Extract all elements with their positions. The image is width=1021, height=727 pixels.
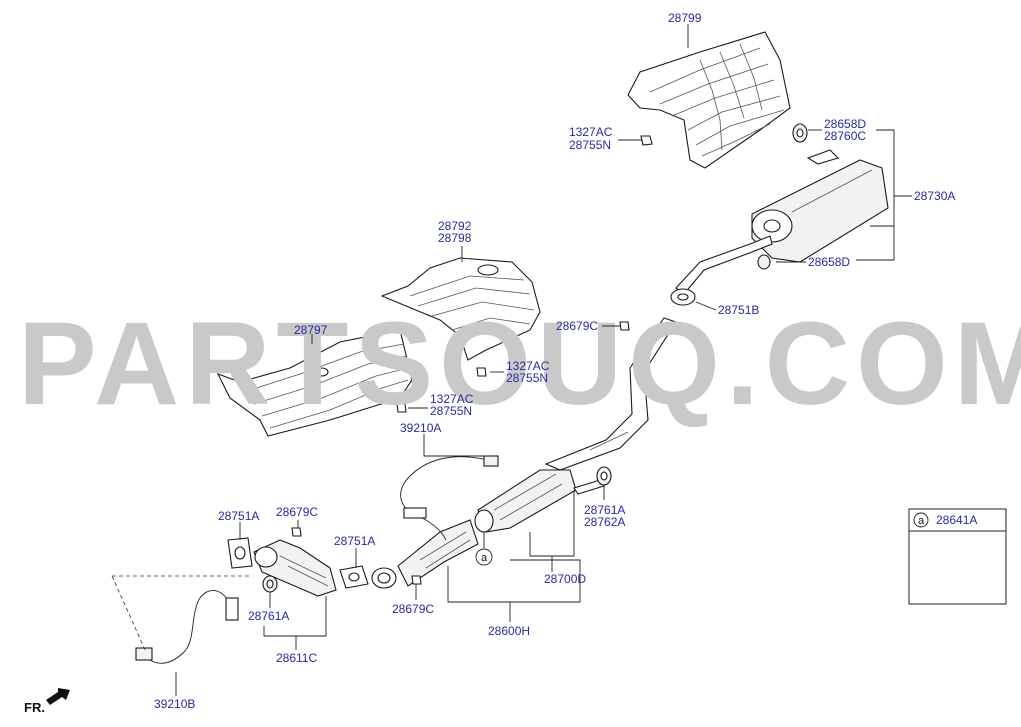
part-label-28798[interactable]: 28798 (438, 231, 472, 245)
part-label-28700d[interactable]: 28700D (544, 572, 586, 586)
rear-muffler[interactable] (675, 149, 889, 295)
part-labels: 28799 1327AC 28755N 28658D 28760C 28730A… (154, 11, 955, 711)
part-label-1327ac-front[interactable]: 1327AC (430, 392, 474, 406)
part-label-39210a[interactable]: 39210A (400, 421, 441, 435)
gasket-28751a-right[interactable] (339, 565, 369, 589)
part-label-28751a-right[interactable]: 28751A (334, 534, 375, 548)
part-label-28755n-center[interactable]: 28755N (506, 371, 548, 385)
nut-28679c-manifold[interactable] (291, 527, 302, 537)
part-label-28658d-bottom[interactable]: 28658D (808, 255, 850, 269)
part-label-28762a[interactable]: 28762A (584, 515, 625, 529)
part-label-39210b[interactable]: 39210B (154, 697, 195, 711)
part-label-28730a[interactable]: 28730A (914, 189, 955, 203)
oxygen-sensor-rear[interactable] (400, 455, 499, 541)
nut-28679c-front[interactable] (411, 575, 422, 585)
part-label-28755n-top[interactable]: 28755N (569, 138, 611, 152)
svg-text:a: a (481, 552, 488, 564)
part-label-28611c[interactable]: 28611C (276, 651, 317, 665)
rubber-hanger-top[interactable] (792, 123, 808, 143)
nut-1327ac-front[interactable] (396, 403, 407, 413)
front-direction-indicator: FR. (24, 688, 70, 715)
rubber-hanger-center[interactable] (596, 466, 612, 486)
part-label-28797[interactable]: 28797 (294, 323, 328, 337)
nut-28679c-upper[interactable] (619, 321, 630, 331)
part-label-28755n-front[interactable]: 28755N (430, 404, 472, 418)
front-arrow-icon (46, 688, 70, 705)
part-label-28600h[interactable]: 28600H (488, 624, 530, 638)
part-label-28751a-left[interactable]: 28751A (218, 509, 259, 523)
part-label-28658d-top[interactable]: 28658D (824, 117, 866, 131)
heat-protector-rear[interactable] (627, 31, 791, 169)
rubber-hanger-manifold[interactable] (262, 575, 278, 593)
part-label-28761a-center[interactable]: 28761A (584, 503, 625, 517)
leader-lines (111, 24, 912, 696)
part-label-28679c-front[interactable]: 28679C (392, 602, 434, 616)
part-label-28792[interactable]: 28792 (438, 219, 472, 233)
svg-text:a: a (918, 515, 925, 527)
heat-protector-front[interactable] (216, 329, 413, 437)
callout-a: a (475, 548, 493, 566)
part-label-28641a[interactable]: 28641A (936, 513, 977, 527)
part-label-1327ac-top[interactable]: 1327AC (569, 125, 613, 139)
part-label-28679c-manifold[interactable]: 28679C (276, 505, 318, 519)
gasket-28751b[interactable] (670, 288, 696, 306)
gasket-28751a-left[interactable] (227, 537, 253, 569)
part-label-28760c[interactable]: 28760C (824, 129, 866, 143)
part-label-28799[interactable]: 28799 (668, 11, 702, 25)
nut-1327ac-center[interactable] (476, 367, 487, 377)
part-label-1327ac-center[interactable]: 1327AC (506, 359, 550, 373)
oxygen-sensor-front[interactable] (135, 590, 239, 664)
watermark: PARTSOUQ.COM (18, 298, 1021, 430)
front-pipe-catalytic[interactable] (371, 519, 479, 589)
nut-1327ac-top[interactable] (640, 135, 653, 146)
svg-text:FR.: FR. (24, 700, 45, 715)
part-label-28761a-manifold[interactable]: 28761A (248, 609, 289, 623)
part-label-28679c-upper[interactable]: 28679C (556, 319, 598, 333)
heat-protector-center[interactable] (380, 257, 541, 361)
legend-box: a 28641A (908, 508, 1007, 605)
part-label-28751b[interactable]: 28751B (718, 303, 759, 317)
